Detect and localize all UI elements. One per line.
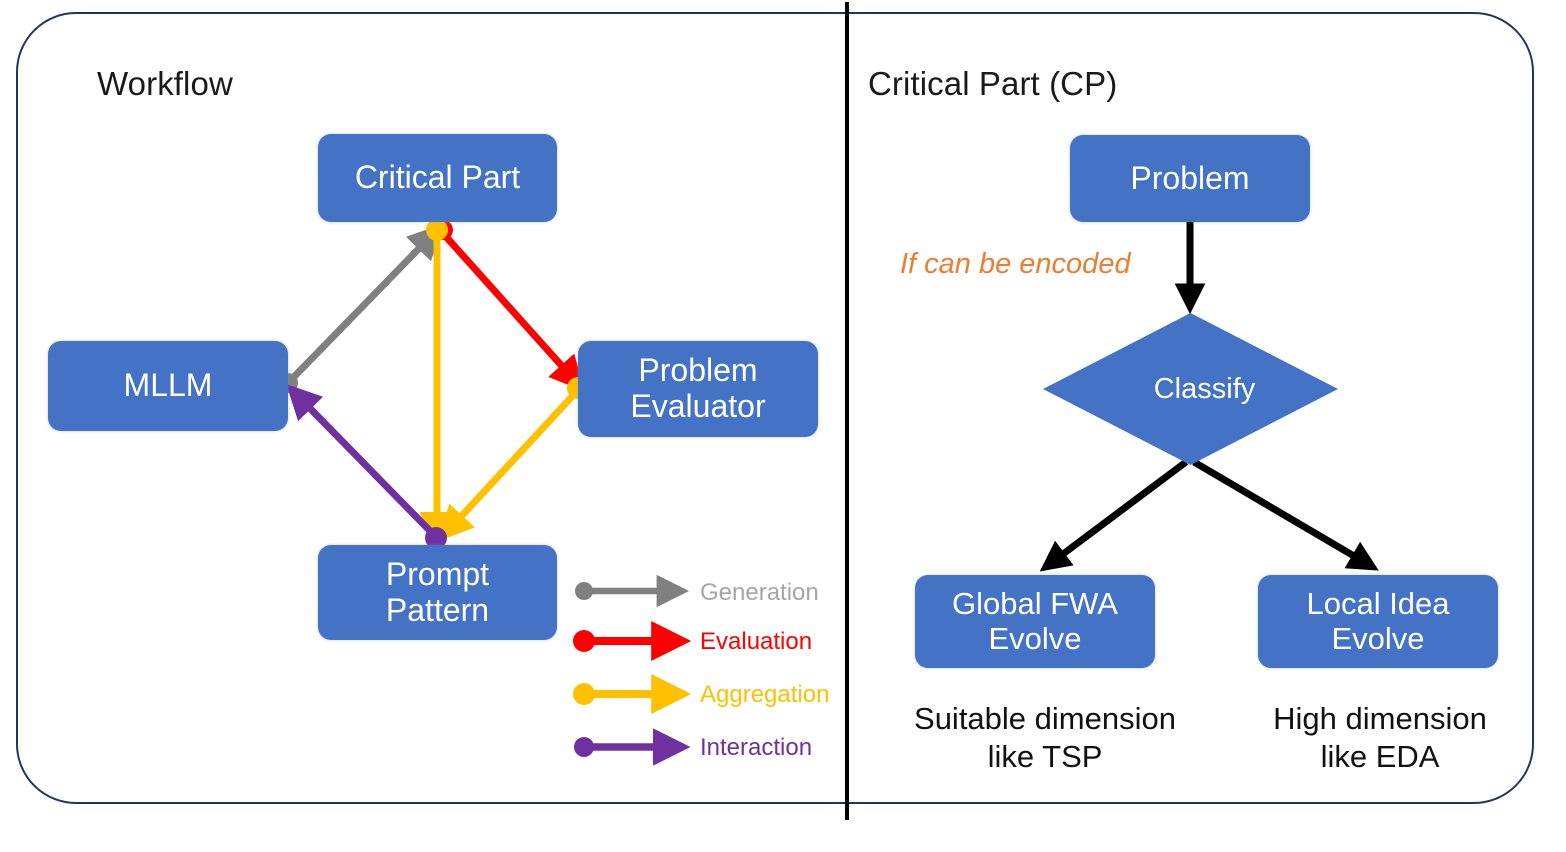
legend-arrow-evaluation [573, 621, 692, 661]
critical-part-panel-title: Critical Part (CP) [868, 65, 1118, 102]
outer-panel-border [16, 12, 1534, 804]
caption-local-idea: High dimension like EDA [1273, 701, 1487, 774]
node-prompt-pattern-label: Prompt Pattern [385, 555, 490, 628]
legend-label-evaluation: Evaluation [700, 628, 813, 655]
node-mllm[interactable]: MLLM [48, 341, 288, 431]
legend-arrow-aggregation [573, 674, 692, 714]
panel-divider [845, 2, 849, 820]
node-problem-label: Problem [1130, 159, 1250, 196]
node-classify-label: Classify [1153, 372, 1256, 405]
node-prompt-pattern[interactable]: Prompt Pattern [318, 545, 557, 640]
legend-label-aggregation: Aggregation [700, 681, 830, 708]
node-local-idea-evolve-label: Local Idea Evolve [1306, 585, 1450, 656]
node-mllm-label: MLLM [123, 367, 213, 404]
legend-label-generation: Generation [700, 579, 819, 606]
legend-arrow-interaction [574, 728, 691, 766]
node-critical-part-label: Critical Part [354, 159, 521, 196]
node-problem-evaluator-label: Problem Evaluator [630, 352, 766, 424]
node-problem-evaluator[interactable]: Problem Evaluator [578, 341, 818, 437]
node-global-fwa-evolve-label: Global FWA Evolve [952, 585, 1118, 656]
caption-global-fwa: Suitable dimension like TSP [914, 701, 1176, 774]
node-classify-diamond[interactable]: Classify [1043, 313, 1338, 465]
node-critical-part[interactable]: Critical Part [318, 134, 557, 222]
node-problem[interactable]: Problem [1070, 135, 1310, 222]
condition-annotation: If can be encoded [900, 248, 1131, 280]
legend-label-interaction: Interaction [700, 734, 813, 761]
node-local-idea-evolve[interactable]: Local Idea Evolve [1258, 575, 1498, 668]
workflow-panel-title: Workflow [97, 65, 233, 102]
legend-arrow-generation [575, 574, 690, 608]
node-global-fwa-evolve[interactable]: Global FWA Evolve [915, 575, 1155, 668]
